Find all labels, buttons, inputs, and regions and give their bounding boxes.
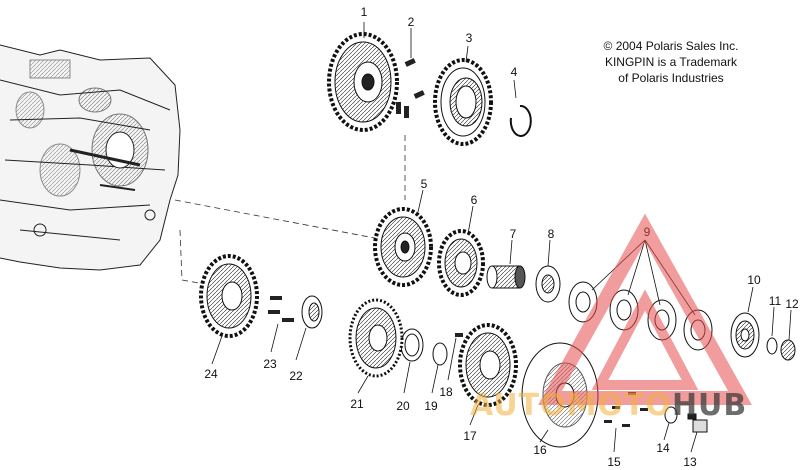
bearing-part-22	[301, 295, 323, 329]
callout-23: 23	[263, 357, 277, 371]
gear-part-3	[433, 58, 493, 146]
pins-part-2	[396, 58, 425, 118]
washer-part-19	[432, 342, 448, 366]
callout-15: 15	[607, 455, 621, 469]
watermark-text: AUTOMOTOHUB	[470, 388, 747, 423]
callout-6: 6	[471, 193, 478, 207]
gear-part-1	[327, 32, 399, 132]
callout-16: 16	[533, 443, 547, 457]
callout-1: 1	[361, 5, 368, 19]
callout-24: 24	[204, 367, 218, 381]
copyright-notice: © 2004 Polaris Sales Inc. KINGPIN is a T…	[566, 38, 776, 86]
bolt-part-13	[687, 413, 708, 433]
callout-18: 18	[439, 385, 453, 399]
gear-part-17	[458, 323, 518, 407]
nut-part-12	[780, 339, 796, 361]
gear-part-24	[199, 254, 259, 338]
callout-14: 14	[656, 441, 670, 455]
callout-22: 22	[289, 369, 303, 383]
callout-11: 11	[769, 294, 782, 308]
engine-case-illustration	[0, 44, 181, 271]
callout-12: 12	[785, 297, 799, 311]
bearing-part-7	[486, 265, 526, 289]
callout-21: 21	[350, 397, 364, 411]
gear-part-21	[348, 298, 404, 378]
watermark-part-1: AUTOMOTO	[470, 388, 672, 423]
callout-20: 20	[396, 399, 410, 413]
copyright-line-1: © 2004 Polaris Sales Inc.	[603, 39, 739, 53]
callout-13: 13	[683, 455, 697, 469]
callout-numbers: 1 2 3 4 5 6 7 8 9 10 11 12 13 14 15 16 1…	[204, 5, 799, 469]
copyright-line-2: KINGPIN is a Trademark	[604, 55, 738, 69]
callout-17: 17	[463, 429, 477, 443]
watermark-part-2: HUB	[671, 388, 748, 423]
watermark-logo-icon	[538, 213, 752, 405]
gear-part-6	[437, 229, 485, 297]
pin-part-18	[455, 333, 463, 337]
washer-part-20	[400, 328, 424, 362]
washer-part-11	[766, 337, 778, 355]
callout-2: 2	[408, 15, 415, 29]
callout-7: 7	[510, 227, 517, 241]
callout-3: 3	[466, 31, 473, 45]
bolts-part-23	[268, 296, 294, 322]
gear-part-5	[373, 207, 433, 287]
leader-lines	[211, 22, 792, 453]
alignment-lines	[174, 135, 406, 286]
copyright-line-3: of Polaris Industries	[618, 71, 724, 85]
callout-10: 10	[747, 273, 761, 287]
callout-5: 5	[421, 177, 428, 191]
hub-part-8	[535, 265, 561, 303]
callout-8: 8	[548, 227, 555, 241]
washer-part-14	[664, 406, 678, 424]
bearing-part-10	[730, 312, 760, 358]
snap-ring-part-4	[509, 104, 532, 137]
callout-19: 19	[424, 399, 438, 413]
callout-4: 4	[511, 65, 518, 79]
